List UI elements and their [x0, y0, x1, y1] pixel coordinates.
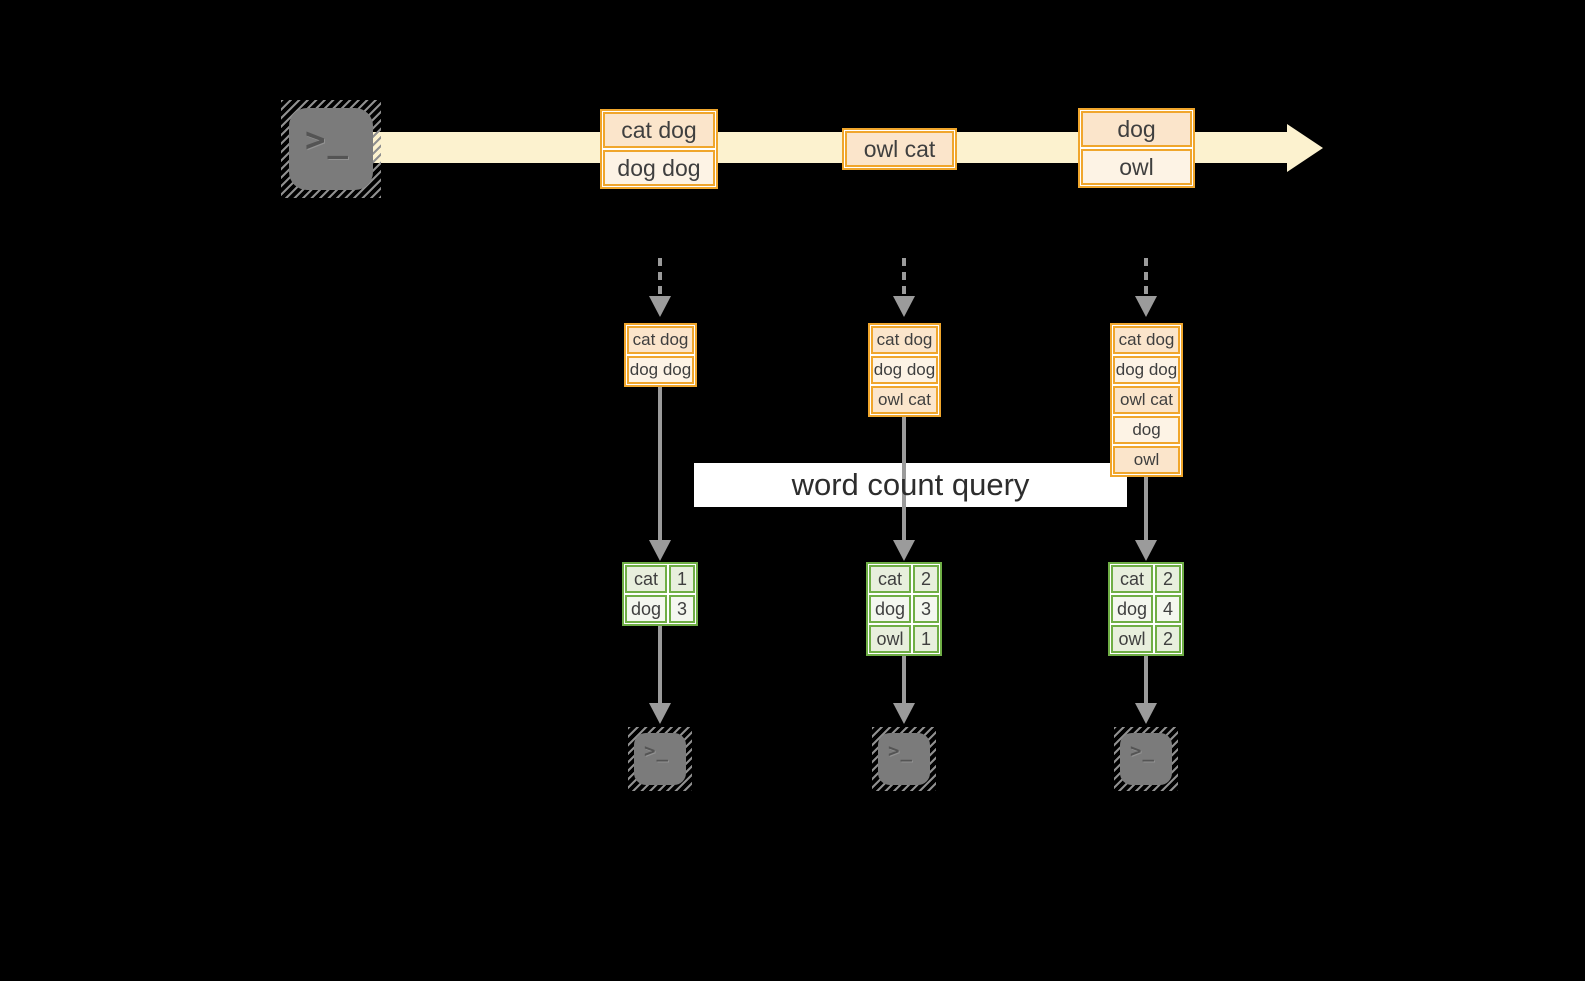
input-buffer-stack-3: cat dog dog dog owl cat dog owl: [1110, 323, 1183, 477]
terminal-prompt-glyph: >_: [644, 740, 669, 762]
count-word-cell: owl: [1111, 625, 1153, 653]
ingest-arrow-head: [649, 296, 671, 317]
buffer-item: dog dog: [627, 356, 694, 384]
output-arrow-line: [902, 656, 906, 704]
count-table-1: cat 1 dog 3: [622, 562, 698, 626]
query-arrow-line: [902, 417, 906, 540]
input-buffer-stack-2: cat dog dog dog owl cat: [868, 323, 941, 417]
stream-event-line: cat dog: [603, 112, 715, 148]
buffer-item: dog: [1113, 416, 1180, 444]
ingest-arrow-line: [902, 258, 906, 294]
terminal-icon-body: >_: [878, 733, 930, 785]
query-arrow-head: [1135, 540, 1157, 561]
count-word-cell: cat: [869, 565, 911, 593]
buffer-item: dog dog: [871, 356, 938, 384]
count-table-2: cat 2 dog 3 owl 1: [866, 562, 942, 656]
count-value-cell: 4: [1155, 595, 1181, 623]
count-word-cell: cat: [625, 565, 667, 593]
buffer-item: owl cat: [1113, 386, 1180, 414]
stream-event-line: owl: [1081, 149, 1192, 185]
count-value-cell: 1: [913, 625, 939, 653]
query-arrow-head: [893, 540, 915, 561]
count-row: dog 3: [625, 595, 695, 623]
count-row: dog 3: [869, 595, 939, 623]
count-value-cell: 2: [1155, 625, 1181, 653]
query-arrow-line: [1144, 477, 1148, 540]
count-word-cell: dog: [869, 595, 911, 623]
query-arrow-line: [658, 387, 662, 540]
ingest-arrow-head: [1135, 296, 1157, 317]
query-arrow-head: [649, 540, 671, 561]
count-table-3: cat 2 dog 4 owl 2: [1108, 562, 1184, 656]
count-word-cell: cat: [1111, 565, 1153, 593]
count-value-cell: 3: [669, 595, 695, 623]
buffer-item: cat dog: [627, 326, 694, 354]
count-row: cat 1: [625, 565, 695, 593]
query-banner-label: word count query: [791, 467, 1030, 502]
count-row: dog 4: [1111, 595, 1181, 623]
output-arrow-head: [649, 703, 671, 724]
terminal-icon-body: >_: [289, 108, 373, 190]
input-buffer-stack-1: cat dog dog dog: [624, 323, 697, 387]
count-value-cell: 1: [669, 565, 695, 593]
buffer-item: cat dog: [871, 326, 938, 354]
query-banner-background: [694, 463, 1127, 507]
source-terminal-icon: >_: [281, 100, 381, 198]
count-row: cat 2: [869, 565, 939, 593]
stream-event-line: dog dog: [603, 150, 715, 186]
count-value-cell: 3: [913, 595, 939, 623]
count-value-cell: 2: [913, 565, 939, 593]
output-terminal-icon-2: >_: [872, 727, 936, 791]
count-word-cell: dog: [625, 595, 667, 623]
stream-event-line: dog: [1081, 111, 1192, 147]
terminal-prompt-glyph: >_: [305, 120, 350, 160]
terminal-icon-body: >_: [634, 733, 686, 785]
stream-event-batch-2: owl cat: [842, 128, 957, 170]
stream-arrow-head: [1287, 124, 1323, 172]
count-row: cat 2: [1111, 565, 1181, 593]
ingest-arrow-line: [658, 258, 662, 294]
buffer-item: owl: [1113, 446, 1180, 474]
output-arrow-head: [1135, 703, 1157, 724]
stream-event-batch-1: cat dog dog dog: [600, 109, 718, 189]
terminal-prompt-glyph: >_: [1130, 740, 1155, 762]
buffer-item: dog dog: [1113, 356, 1180, 384]
buffer-item: cat dog: [1113, 326, 1180, 354]
ingest-arrow-line: [1144, 258, 1148, 294]
buffer-item: owl cat: [871, 386, 938, 414]
count-row: owl 1: [869, 625, 939, 653]
output-arrow-line: [658, 626, 662, 704]
output-terminal-icon-1: >_: [628, 727, 692, 791]
output-arrow-line: [1144, 656, 1148, 704]
stream-event-line: owl cat: [845, 131, 954, 167]
stream-event-batch-3: dog owl: [1078, 108, 1195, 188]
terminal-prompt-glyph: >_: [888, 740, 913, 762]
output-terminal-icon-3: >_: [1114, 727, 1178, 791]
output-arrow-head: [893, 703, 915, 724]
count-value-cell: 2: [1155, 565, 1181, 593]
terminal-icon-body: >_: [1120, 733, 1172, 785]
count-word-cell: dog: [1111, 595, 1153, 623]
count-word-cell: owl: [869, 625, 911, 653]
count-row: owl 2: [1111, 625, 1181, 653]
ingest-arrow-head: [893, 296, 915, 317]
